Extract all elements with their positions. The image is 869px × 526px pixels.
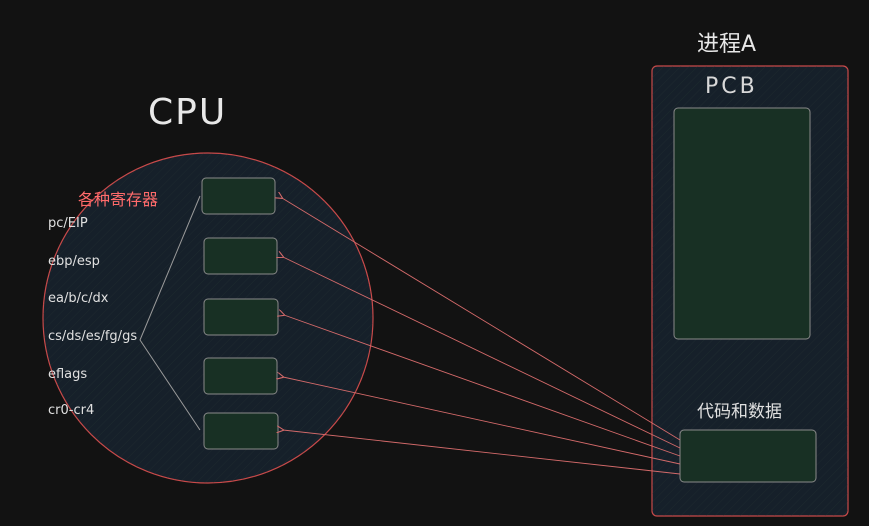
- arrow-4: [283, 377, 681, 465]
- arrows: [282, 198, 681, 475]
- pcb-label: PCB: [705, 74, 758, 99]
- register-label-cr: cr0-cr4: [48, 403, 95, 418]
- register-box-3: [203, 298, 279, 336]
- arrow-3: [284, 315, 681, 457]
- register-label-eflags: eflags: [48, 367, 88, 382]
- register-box-5: [203, 412, 279, 450]
- process-title: 进程A: [697, 32, 757, 57]
- arrow-5: [283, 430, 681, 475]
- code-data-box: [679, 429, 817, 483]
- arrow-1: [282, 198, 681, 441]
- code-data-label: 代码和数据: [697, 402, 782, 422]
- register-box-4: [203, 357, 278, 395]
- register-box-1: [201, 177, 276, 215]
- register-label-segment: cs/ds/es/fg/gs: [48, 329, 138, 344]
- register-boxes: [201, 177, 279, 450]
- registers-heading: 各种寄存器: [78, 190, 159, 209]
- register-box-2: [203, 237, 278, 275]
- arrow-2: [283, 257, 681, 449]
- register-connector: [139, 195, 201, 431]
- register-label-ebp: ebp/esp: [48, 254, 100, 269]
- register-label-pc: pc/EIP: [48, 216, 88, 231]
- cpu-title: CPU: [148, 92, 228, 133]
- register-label-general: ea/b/c/dx: [48, 291, 109, 306]
- pcb-box: [673, 107, 811, 340]
